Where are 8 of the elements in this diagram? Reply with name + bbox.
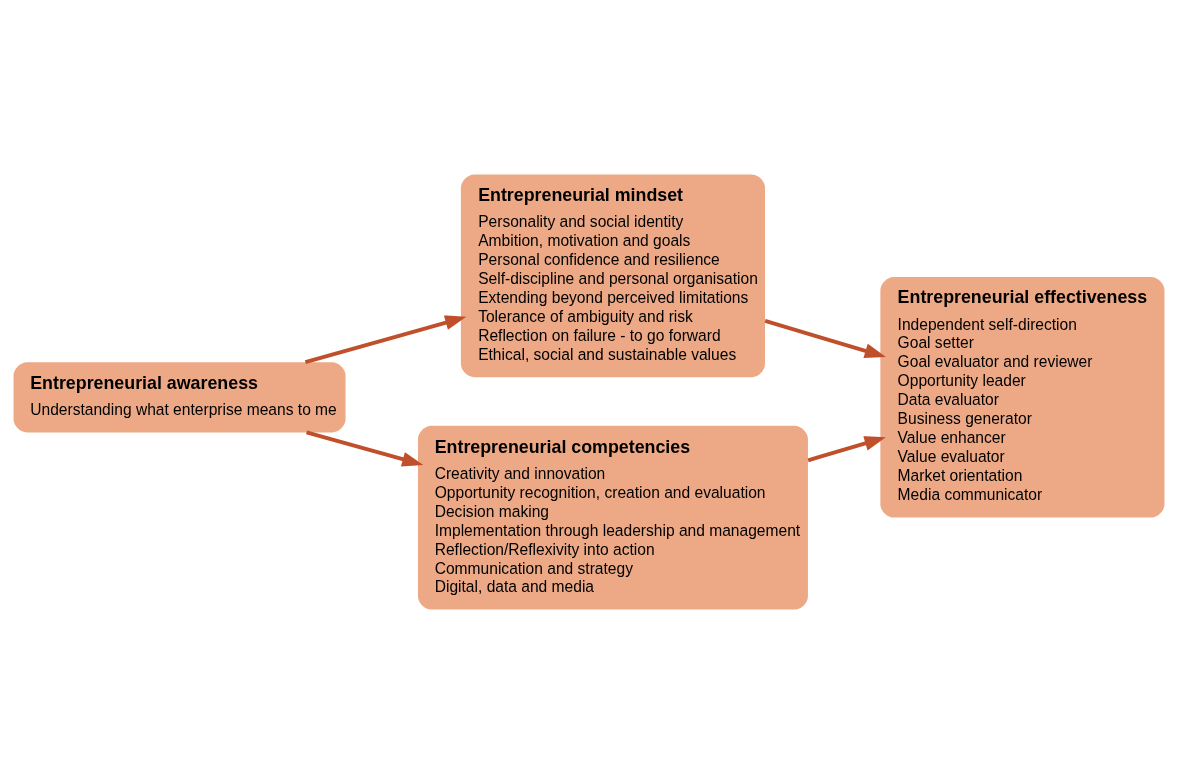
- node-box: Entrepreneurial awareness Understanding what enterprise means to me: [13, 361, 346, 432]
- node-box: Entrepreneurial effectiveness Independent self-direction Goal setter Goal evaluator and reviewer Opportunity leader Data evaluator Business generator Value enhancer Value evaluator Market orientation Media communicator: [880, 276, 1165, 518]
- node-box: Entrepreneurial competencies Creativity and innovation Opportunity recognition, creation and evaluation Decision making Implementation through leadership and management Reflection/Reflexivity into action Communication and strategy Digital, data and media: [417, 425, 808, 610]
- arrow: [304, 314, 467, 364]
- arrow: [764, 318, 886, 358]
- node-box: Entrepreneurial mindset Personality and social identity Ambition, motivation and goals Personal confidence and resilience Self-discipline and personal organisation Extending beyond perceived limitations Tolerance of ambiguity and risk Reflection on failure - to go forward Ethical, social and sustainable values: [460, 173, 766, 377]
- arrow: [306, 430, 424, 466]
- arrow: [807, 435, 886, 462]
